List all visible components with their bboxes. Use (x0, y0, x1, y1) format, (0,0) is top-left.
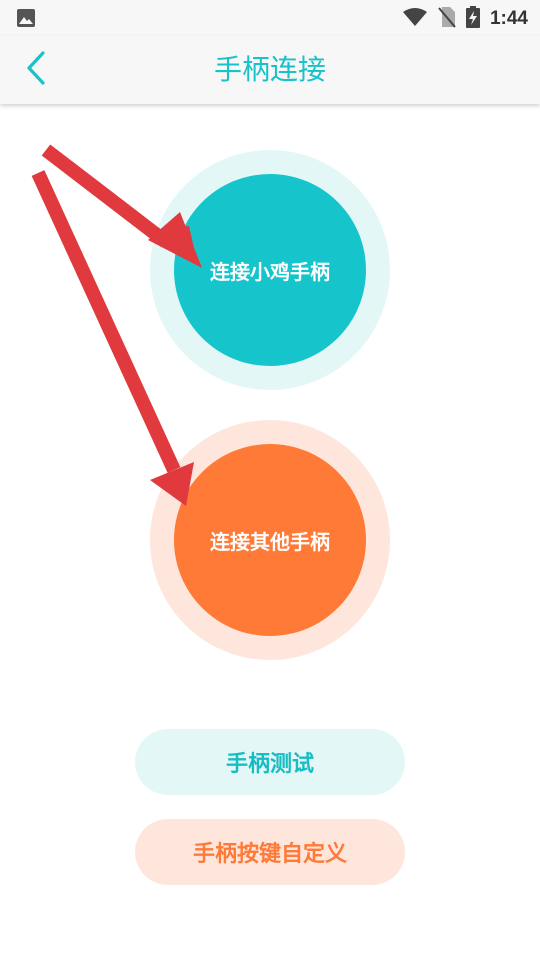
status-time: 1:44 (489, 8, 528, 29)
no-sim-icon (438, 6, 456, 32)
gamepad-test-button[interactable]: 手柄测试 (135, 729, 405, 795)
wifi-icon (402, 7, 428, 31)
image-icon (16, 8, 36, 32)
key-mapping-label: 手柄按键自定义 (192, 842, 347, 867)
gamepad-test-label: 手柄测试 (225, 752, 314, 777)
battery-charging-icon (465, 6, 480, 32)
connect-xiaoji-label: 连接小鸡手柄 (210, 259, 330, 284)
key-mapping-button[interactable]: 手柄按键自定义 (135, 819, 405, 885)
page-title: 手柄连接 (213, 53, 326, 86)
connect-xiaoji-gamepad-button[interactable]: 连接小鸡手柄 (174, 174, 366, 366)
connect-other-label: 连接其他手柄 (210, 529, 330, 554)
connect-other-gamepad-button[interactable]: 连接其他手柄 (174, 444, 366, 636)
app-bar: 手柄连接 (0, 36, 540, 104)
status-bar: 1:44 (0, 0, 540, 36)
back-button[interactable] (18, 51, 54, 89)
chevron-left-icon (25, 51, 47, 89)
